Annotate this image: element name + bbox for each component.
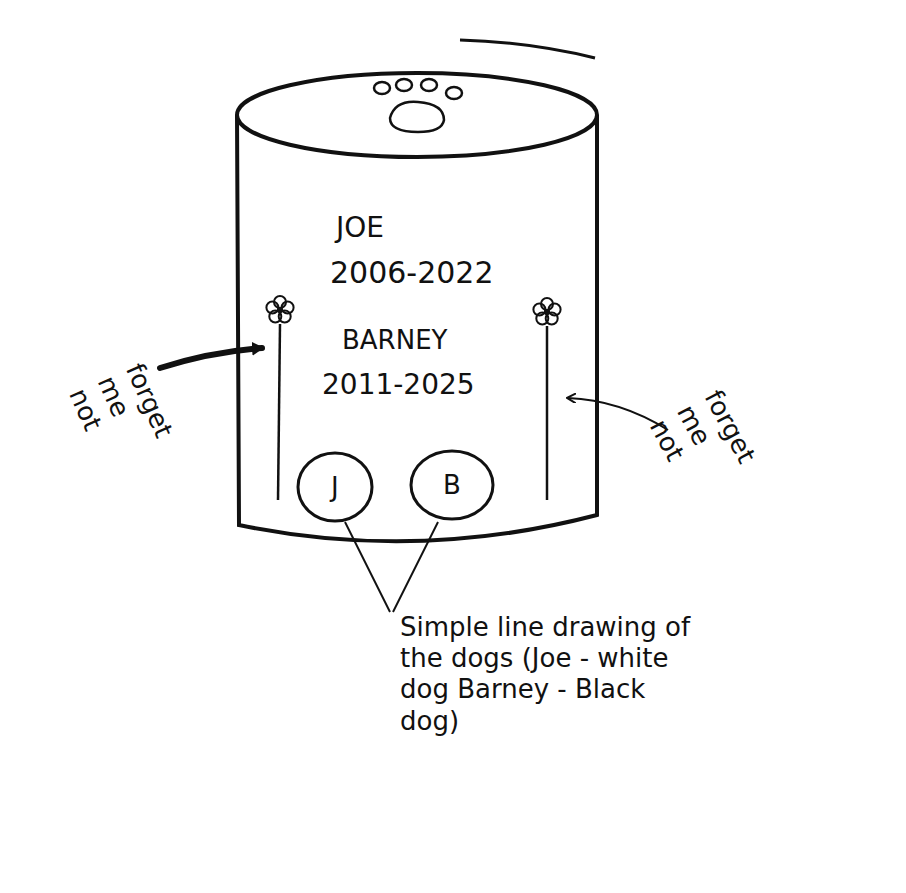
dog-initial: J — [331, 473, 339, 502]
leader-line — [393, 522, 438, 612]
arrow-left — [160, 348, 262, 368]
flower-note: forget me not — [62, 359, 184, 479]
flower-note: forget me not — [643, 385, 768, 508]
life-dates: 2006-2022 — [330, 256, 494, 289]
leader-line — [345, 522, 390, 612]
dog-initial: B — [443, 471, 461, 500]
urn-cylinder: JOE 2006-2022BARNEY 2011-2025J B — [230, 60, 610, 570]
design-note: Simple line drawing of the dogs (Joe - w… — [400, 612, 700, 737]
dog-portrait-circle: B — [409, 449, 495, 521]
dog-portrait-circle: J — [296, 451, 374, 523]
life-dates: 2011-2025 — [322, 370, 475, 401]
dog-name: BARNEY — [342, 326, 447, 355]
dog-name: JOE — [336, 213, 384, 244]
urn-outline — [230, 60, 610, 570]
